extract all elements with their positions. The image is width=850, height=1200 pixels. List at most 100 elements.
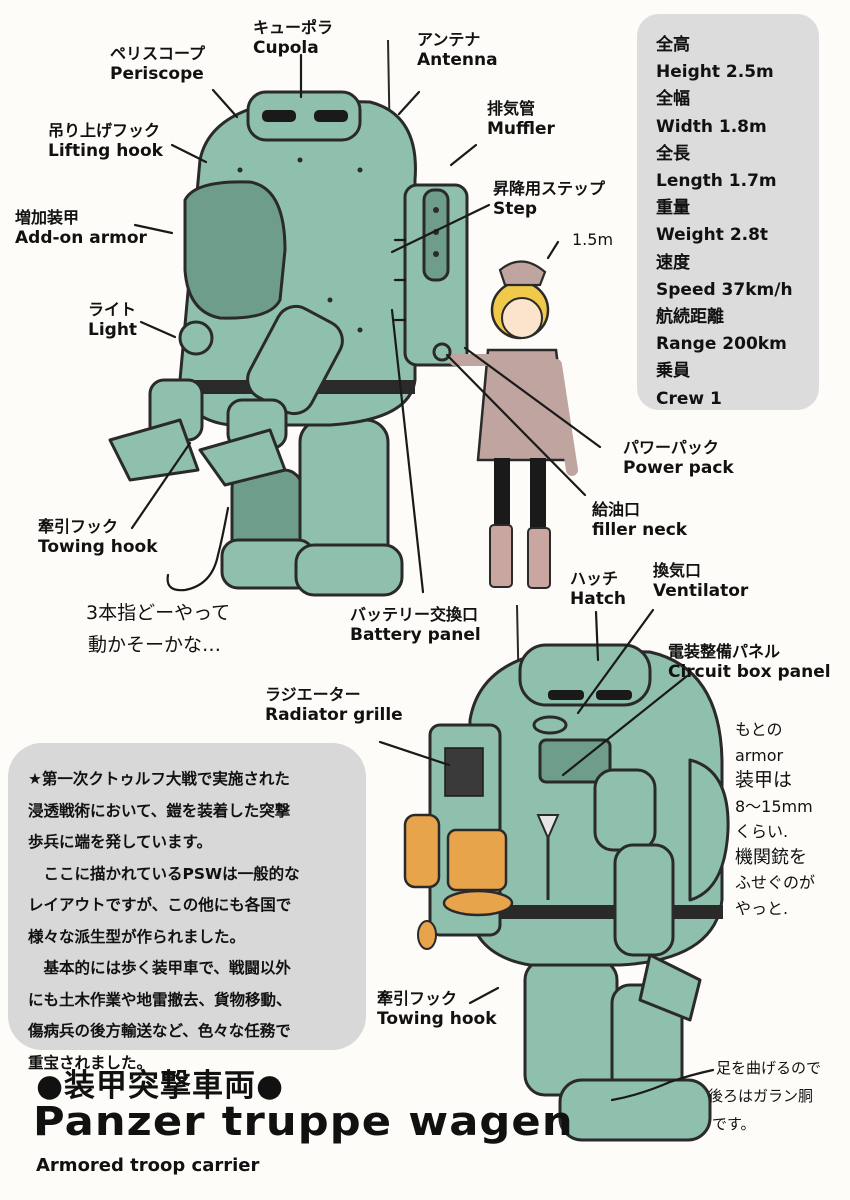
- handwritten-line: やっと.: [735, 898, 789, 918]
- label-filler-neck-jp: 給油口: [592, 500, 641, 519]
- handwritten-fingers-note: 3本指どーやって 動かそーかな…: [86, 597, 230, 661]
- label-periscope: ペリスコープ Periscope: [110, 43, 205, 85]
- label-light-en: Light: [88, 320, 138, 340]
- spec-line: 速度: [656, 252, 690, 273]
- spec-line: Range 200km: [656, 334, 787, 355]
- label-antenna-jp: アンテナ: [417, 30, 481, 49]
- note-line: 重宝されました。: [28, 1053, 153, 1072]
- handwritten-line: くらい.: [735, 822, 789, 841]
- label-power-pack-en: Power pack: [623, 458, 734, 478]
- title-japanese: ●装甲突撃車両●: [36, 1068, 285, 1104]
- label-step-jp: 昇降用ステップ: [493, 179, 606, 198]
- title-subtitle: Armored troop carrier: [36, 1155, 260, 1176]
- background-note-box: ★第一次クトゥルフ大戦で実施された 浸透戦術において、鎧を装着した突撃 歩兵に端…: [8, 743, 366, 1072]
- rear-vehicle: [403, 604, 730, 1142]
- label-power-pack: パワーパック Power pack: [623, 437, 734, 479]
- label-addon-armor-en: Add-on armor: [15, 228, 147, 248]
- note-line: レイアウトですが、この他にも各国で: [28, 896, 292, 914]
- spec-line: 全高: [656, 35, 690, 55]
- label-ventilator-en: Ventilator: [653, 581, 749, 601]
- handwritten-line: 機関銃を: [735, 846, 807, 868]
- label-cupola-jp: キューポラ: [253, 18, 334, 37]
- label-ventilator: 換気口 Ventilator: [653, 560, 748, 602]
- note-line: ★第一次クトゥルフ大戦で実施された: [28, 770, 290, 788]
- handwritten-line: 動かそーかな…: [88, 634, 222, 656]
- handwritten-line: 3本指どーやって: [86, 602, 231, 624]
- label-power-pack-jp: パワーパック: [623, 438, 719, 457]
- note-line: 様々な派生型が作られました。: [28, 927, 246, 946]
- label-step-en: Step: [493, 199, 538, 219]
- note-line: 歩兵に端を発しています。: [28, 833, 212, 851]
- label-hatch-en: Hatch: [570, 589, 627, 609]
- title-english: Panzer truppe wagen: [33, 1099, 574, 1145]
- label-muffler-en: Muffler: [487, 119, 555, 139]
- handwritten-line: 足を曲げるので: [716, 1059, 822, 1077]
- spec-line: Crew 1: [656, 388, 722, 409]
- label-towing-hook-front-en: Towing hook: [38, 537, 158, 557]
- label-towing-hook-rear-jp: 牽引フック: [377, 989, 458, 1008]
- label-filler-neck-en: filler neck: [592, 520, 688, 540]
- label-periscope-jp: ペリスコープ: [110, 44, 206, 63]
- label-periscope-en: Periscope: [110, 64, 204, 84]
- label-antenna-en: Antenna: [417, 50, 498, 70]
- spec-panel: 全高 Height 2.5m 全幅 Width 1.8m 全長 Length 1…: [637, 14, 819, 410]
- label-circuit-box: 電装整備パネル Circuit box panel: [668, 641, 831, 683]
- leader-lines: [130, 53, 715, 1102]
- label-radiator-en: Radiator grille: [265, 705, 403, 725]
- label-hatch: ハッチ Hatch: [570, 568, 626, 610]
- note-line: にも土木作業や地雷撤去、貨物移動、: [28, 990, 292, 1009]
- label-light-jp: ライト: [88, 300, 137, 319]
- label-cupola: キューポラ Cupola: [253, 17, 333, 59]
- spec-line: Length 1.7m: [656, 171, 777, 192]
- label-muffler: 排気管 Muffler: [487, 98, 555, 140]
- note-line: ここに描かれているPSWは一般的な: [28, 864, 300, 883]
- handwritten-line: armor: [735, 745, 784, 765]
- spec-line: 全長: [656, 143, 690, 164]
- handwritten-line: 後ろはガラン胴: [708, 1087, 814, 1105]
- label-radiator: ラジエーター Radiator grille: [265, 684, 403, 726]
- label-battery-panel-en: Battery panel: [350, 625, 481, 645]
- height-marker: 1.5m: [572, 230, 614, 249]
- label-circuit-box-jp: 電装整備パネル: [668, 642, 781, 661]
- spec-line: 全幅: [656, 89, 690, 110]
- label-hatch-jp: ハッチ: [570, 569, 619, 588]
- spec-line: Weight 2.8t: [656, 225, 769, 246]
- spec-line: 重量: [656, 198, 690, 219]
- handwritten-line: です。: [712, 1115, 756, 1133]
- label-lifting-hook: 吊り上げフック Lifting hook: [48, 120, 163, 162]
- label-lifting-hook-jp: 吊り上げフック: [48, 121, 161, 140]
- note-line: 浸透戦術において、鎧を装着した突撃: [28, 801, 291, 820]
- handwritten-line: ふせぐのが: [735, 873, 816, 892]
- label-radiator-jp: ラジエーター: [265, 685, 361, 704]
- label-battery-panel: バッテリー交換口 Battery panel: [350, 604, 481, 646]
- label-light: ライト Light: [88, 299, 137, 341]
- spec-line: Height 2.5m: [656, 62, 774, 83]
- label-cupola-en: Cupola: [253, 38, 319, 58]
- label-addon-armor-jp: 増加装甲: [15, 208, 80, 227]
- label-addon-armor: 増加装甲 Add-on armor: [15, 207, 147, 249]
- spec-line: Width 1.8m: [656, 116, 767, 137]
- label-circuit-box-en: Circuit box panel: [668, 662, 831, 682]
- label-towing-hook-front: 牽引フック Towing hook: [38, 516, 158, 558]
- label-antenna: アンテナ Antenna: [417, 29, 498, 71]
- spec-line: Speed 37km/h: [656, 279, 793, 300]
- label-battery-panel-jp: バッテリー交換口: [350, 605, 479, 624]
- spec-line: 航続距離: [656, 307, 724, 328]
- label-ventilator-jp: 換気口: [653, 561, 702, 580]
- note-line: 傷病兵の後方輸送など、色々な任務で: [28, 1022, 291, 1040]
- note-line: 基本的には歩く装甲車で、戦闘以外: [28, 959, 291, 977]
- handwritten-legs-note: 足を曲げるので 後ろはガラン胴 です。: [708, 1054, 822, 1138]
- front-vehicle: [108, 39, 469, 597]
- label-towing-hook-rear-en: Towing hook: [377, 1009, 497, 1029]
- label-muffler-jp: 排気管: [487, 99, 536, 118]
- handwritten-armor-note: もとの armor 装甲は 8～15mm くらい. 機関銃を ふせぐのが やっと…: [735, 717, 815, 921]
- handwritten-line: 装甲は: [735, 769, 793, 791]
- label-step: 昇降用ステップ Step: [493, 178, 605, 220]
- spec-line: 乗員: [656, 361, 690, 382]
- handwritten-line: 8～15mm: [735, 796, 813, 816]
- label-filler-neck: 給油口 filler neck: [592, 499, 687, 541]
- scale-figure: [449, 260, 578, 589]
- label-lifting-hook-en: Lifting hook: [48, 141, 163, 161]
